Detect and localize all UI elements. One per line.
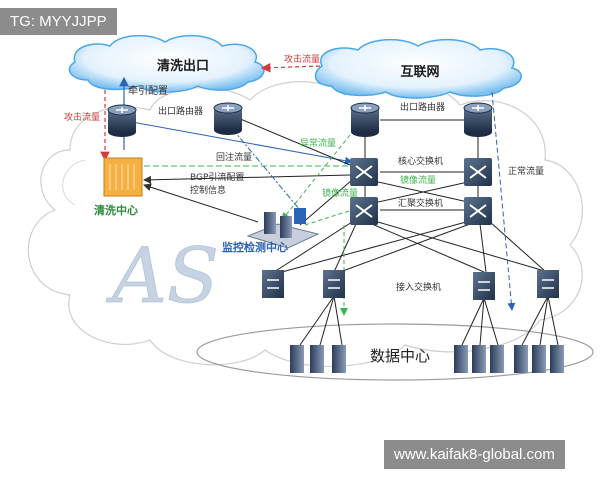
- data-center-ellipse: [196, 323, 594, 381]
- access-switch-2-icon: [323, 270, 345, 298]
- egress-link-right: [237, 117, 351, 166]
- monitor-center-icon: [246, 208, 320, 249]
- server-rack-mid-icon: [454, 345, 504, 373]
- server-rack-right-icon: [514, 345, 564, 373]
- internet-label: 互联网: [400, 65, 439, 80]
- egress-router-right-b-icon: [463, 102, 493, 137]
- as-cloud-outline: [27, 78, 584, 368]
- egress-router-right-label: 出口路由器: [400, 101, 445, 113]
- mirror-traffic-right-label: 镜像流量: [400, 174, 436, 186]
- monitor-center-label: 监控检测中心: [222, 240, 288, 254]
- access-switch-1-icon: [262, 270, 284, 298]
- egress-router-left-label: 出口路由器: [158, 105, 203, 117]
- access-switch-4-icon: [537, 270, 559, 298]
- egress-router-left-icon: [107, 104, 137, 137]
- scrub-egress-label: 清洗出口: [157, 58, 209, 74]
- core-switch-right-icon: [464, 158, 492, 186]
- internet-cloud: 互联网: [314, 38, 522, 99]
- aggregation-switch-right-icon: [464, 197, 492, 225]
- attack-traffic-top-arrow: [260, 62, 321, 73]
- normal-traffic-label: 正常流量: [508, 165, 544, 177]
- egress-router-mid-icon: [213, 102, 243, 135]
- attack-traffic-left-label: 攻击流量: [64, 111, 100, 123]
- normal-traffic-arrow: [491, 91, 516, 311]
- egress-link-left: [131, 121, 353, 165]
- scrub-center-label: 清洗中心: [94, 203, 138, 217]
- core-switch-left-icon: [350, 158, 378, 186]
- blue-diag-arrow: [224, 119, 301, 211]
- reinjected-traffic-label: 回注流量: [216, 151, 252, 163]
- scrub-center-icon: [103, 157, 143, 197]
- mirror-traffic-center-label: 镜像流量: [322, 187, 358, 199]
- aggregation-switch-label: 汇聚交换机: [398, 197, 443, 209]
- server-rack-left-icon: [290, 345, 346, 373]
- egress-router-right-a-icon: [350, 102, 380, 137]
- core-switch-label: 核心交换机: [398, 155, 443, 167]
- bgp-config-label: BGP引流配置: [190, 171, 244, 183]
- data-center-label: 数据中心: [370, 347, 430, 365]
- access-switch-3-icon: [473, 272, 495, 300]
- aggregation-switch-left-icon: [350, 197, 378, 225]
- scrub-egress-cloud: 清洗出口: [68, 34, 265, 93]
- attack-traffic-top-label: 攻击流量: [284, 53, 320, 65]
- control-info-label: 控制信息: [190, 184, 226, 196]
- control-info-arrow: [143, 183, 259, 223]
- as-label: AS: [106, 231, 219, 320]
- watermark-top-left: TG: MYYJJPP: [0, 8, 117, 35]
- watermark-bottom-right: www.kaifak8-global.com: [384, 440, 565, 469]
- bgp-config-arrow: [143, 174, 351, 184]
- link-lines: [273, 119, 559, 346]
- access-switch-label: 接入交换机: [396, 281, 441, 293]
- diversion-config-label: 牵引配置: [128, 85, 168, 97]
- abnormal-traffic-label: 异常流量: [300, 137, 336, 149]
